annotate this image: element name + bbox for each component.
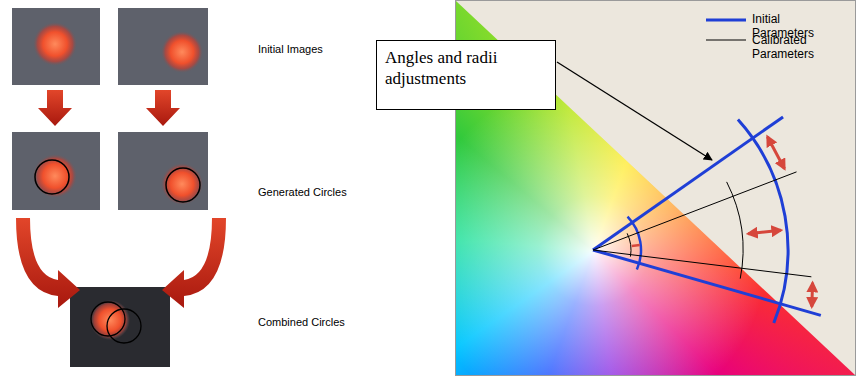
initial-radius-arc bbox=[628, 217, 641, 270]
initial-angle-line bbox=[593, 117, 783, 250]
calibrated-radius-arc bbox=[627, 233, 631, 256]
flow-arrows bbox=[16, 90, 226, 308]
parameter-wedge bbox=[593, 117, 821, 323]
adjust-arrow bbox=[632, 244, 640, 247]
adjust-arrow bbox=[748, 230, 781, 233]
callout-text: Angles and radii adjustments bbox=[385, 47, 547, 89]
leader-line bbox=[557, 62, 712, 160]
calibrated-angle-line bbox=[593, 172, 797, 250]
image-label: Combined Circles bbox=[258, 316, 345, 328]
legend-line-black bbox=[706, 40, 746, 41]
image-label: Initial Images bbox=[258, 43, 323, 55]
callout-box: Angles and radii adjustments bbox=[376, 40, 556, 110]
adjust-arrow bbox=[767, 137, 784, 169]
image-label: Generated Circles bbox=[258, 186, 347, 198]
leader-arrow bbox=[557, 62, 712, 160]
calibrated-radius-arc bbox=[727, 182, 743, 279]
calibrated-angle-line bbox=[593, 250, 811, 277]
initial-radius-arc bbox=[738, 120, 788, 324]
legend-text: Calibrated Parameters bbox=[752, 33, 834, 61]
adjust-arrow bbox=[810, 283, 814, 307]
photo-images bbox=[12, 8, 208, 367]
legend-line-blue bbox=[706, 19, 746, 22]
